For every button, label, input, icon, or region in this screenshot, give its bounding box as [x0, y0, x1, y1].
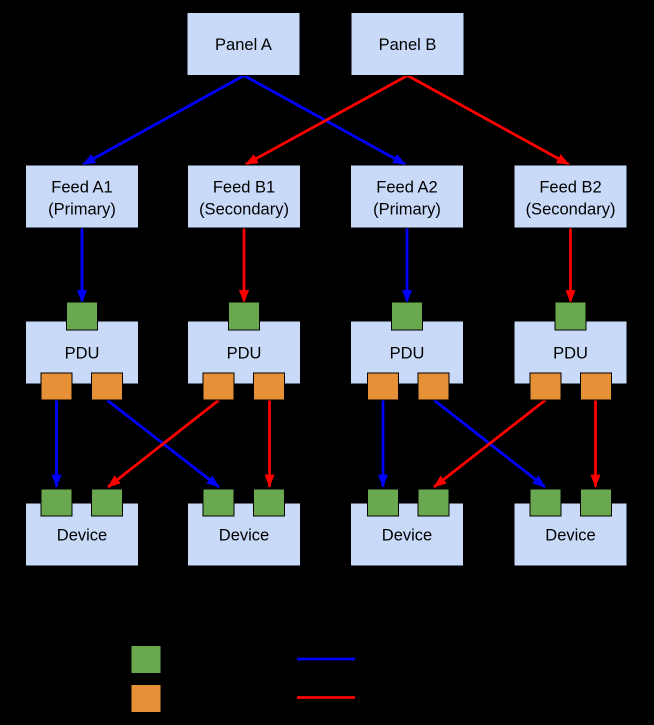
- svg-text:Feed A2: Feed A2: [376, 179, 437, 197]
- svg-text:Device: Device: [545, 527, 595, 545]
- svg-text:Feed A1: Feed A1: [51, 179, 112, 197]
- svg-text:PDU: PDU: [65, 345, 100, 363]
- svg-text:PDU: PDU: [227, 345, 262, 363]
- svg-text:Panel B: Panel B: [379, 36, 437, 54]
- svg-text:Feed B1: Feed B1: [213, 179, 275, 197]
- svg-text:Feed B2: Feed B2: [539, 179, 601, 197]
- svg-text:(Primary): (Primary): [48, 201, 116, 219]
- svg-text:PDU: PDU: [390, 345, 425, 363]
- svg-text:(Primary): (Primary): [373, 201, 441, 219]
- svg-text:Panel A: Panel A: [215, 36, 272, 54]
- svg-text:Device: Device: [57, 527, 107, 545]
- svg-text:(Secondary): (Secondary): [199, 201, 289, 219]
- svg-text:(Secondary): (Secondary): [526, 201, 616, 219]
- svg-text:PDU: PDU: [553, 345, 588, 363]
- svg-text:Device: Device: [382, 527, 432, 545]
- svg-text:Device: Device: [219, 527, 269, 545]
